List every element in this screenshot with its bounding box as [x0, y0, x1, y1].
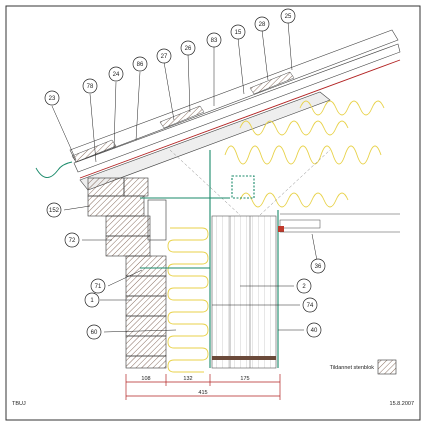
callout-number: 25: [285, 14, 292, 20]
callout-number: 40: [311, 328, 318, 334]
callout-circle: [64, 232, 80, 248]
roof-layers: [69, 29, 401, 191]
callout-circle: [44, 90, 60, 106]
callout-26: 26: [180, 40, 196, 56]
callout-number: 26: [185, 46, 192, 52]
callout-number: 60: [91, 330, 98, 336]
callout-28: 28: [254, 16, 270, 32]
callout-number: 78: [87, 84, 94, 90]
ceiling-board: [278, 213, 400, 233]
callout-circle: [206, 32, 222, 48]
callout-group: 23 78 24 86 27 26 83 15 28 25 152 72 71 1 60 2 74 40 36: [44, 8, 326, 340]
leader-lines: [51, 21, 319, 333]
callout-36: 36: [310, 258, 326, 274]
callout-71: 71: [90, 278, 106, 294]
callout-1: 1: [84, 292, 100, 308]
construction-lines: [169, 149, 331, 216]
callout-86: 86: [132, 56, 148, 72]
callout-number: 2: [302, 284, 306, 290]
callout-circle: [296, 278, 312, 294]
drawing-border: [5, 5, 421, 421]
timber-frame: [211, 215, 277, 369]
callout-circle: [86, 324, 102, 340]
callout-15: 15: [230, 24, 246, 40]
wall-insulation: [167, 227, 209, 373]
callout-circle: [230, 24, 246, 40]
callout-number: 74: [307, 303, 314, 309]
callout-circle: [46, 202, 62, 218]
callout-number: 86: [137, 62, 144, 68]
callout-83: 83: [206, 32, 222, 48]
legend-label: Tildannet stenblok: [330, 365, 375, 371]
callout-number: 83: [211, 38, 218, 44]
date-label: 15.8.2007: [390, 401, 414, 407]
dim-415: 415: [198, 390, 207, 396]
brick-wall: [87, 177, 167, 369]
dim-132: 132: [183, 376, 192, 382]
callout-circle: [254, 16, 270, 32]
callout-2: 2: [296, 278, 312, 294]
callout-24: 24: [108, 66, 124, 82]
callout-number: 23: [49, 96, 56, 102]
callout-152: 152: [46, 202, 62, 218]
legend-swatch: [377, 359, 397, 375]
callout-circle: [306, 322, 322, 338]
roof-insulation: [224, 100, 385, 208]
callout-number: 1: [90, 298, 94, 304]
callout-number: 36: [315, 264, 322, 270]
callout-circle: [90, 278, 106, 294]
callout-number: 28: [259, 22, 266, 28]
callout-23: 23: [44, 90, 60, 106]
callout-25: 25: [280, 8, 296, 24]
callout-circle: [132, 56, 148, 72]
dim-108: 108: [141, 376, 150, 382]
callout-circle: [82, 78, 98, 94]
callout-number: 152: [49, 208, 60, 214]
callout-40: 40: [306, 322, 322, 338]
callout-number: 72: [69, 238, 76, 244]
callout-60: 60: [86, 324, 102, 340]
membranes: [140, 150, 279, 368]
callout-78: 78: [82, 78, 98, 94]
callout-number: 27: [161, 54, 168, 60]
gutter: [35, 161, 73, 178]
callout-72: 72: [64, 232, 80, 248]
dim-175: 175: [240, 376, 249, 382]
callout-74: 74: [302, 297, 318, 313]
callout-circle: [310, 258, 326, 274]
callout-circle: [280, 8, 296, 24]
callout-27: 27: [156, 48, 172, 64]
callout-number: 15: [235, 30, 242, 36]
callout-circle: [84, 292, 100, 308]
company-label: TBUJ: [12, 401, 26, 407]
callout-circle: [156, 48, 172, 64]
dimension-line: [125, 374, 281, 400]
callout-circle: [180, 40, 196, 56]
callout-number: 71: [95, 284, 102, 290]
callout-circle: [108, 66, 124, 82]
callout-circle: [302, 297, 318, 313]
callout-number: 24: [113, 72, 120, 78]
